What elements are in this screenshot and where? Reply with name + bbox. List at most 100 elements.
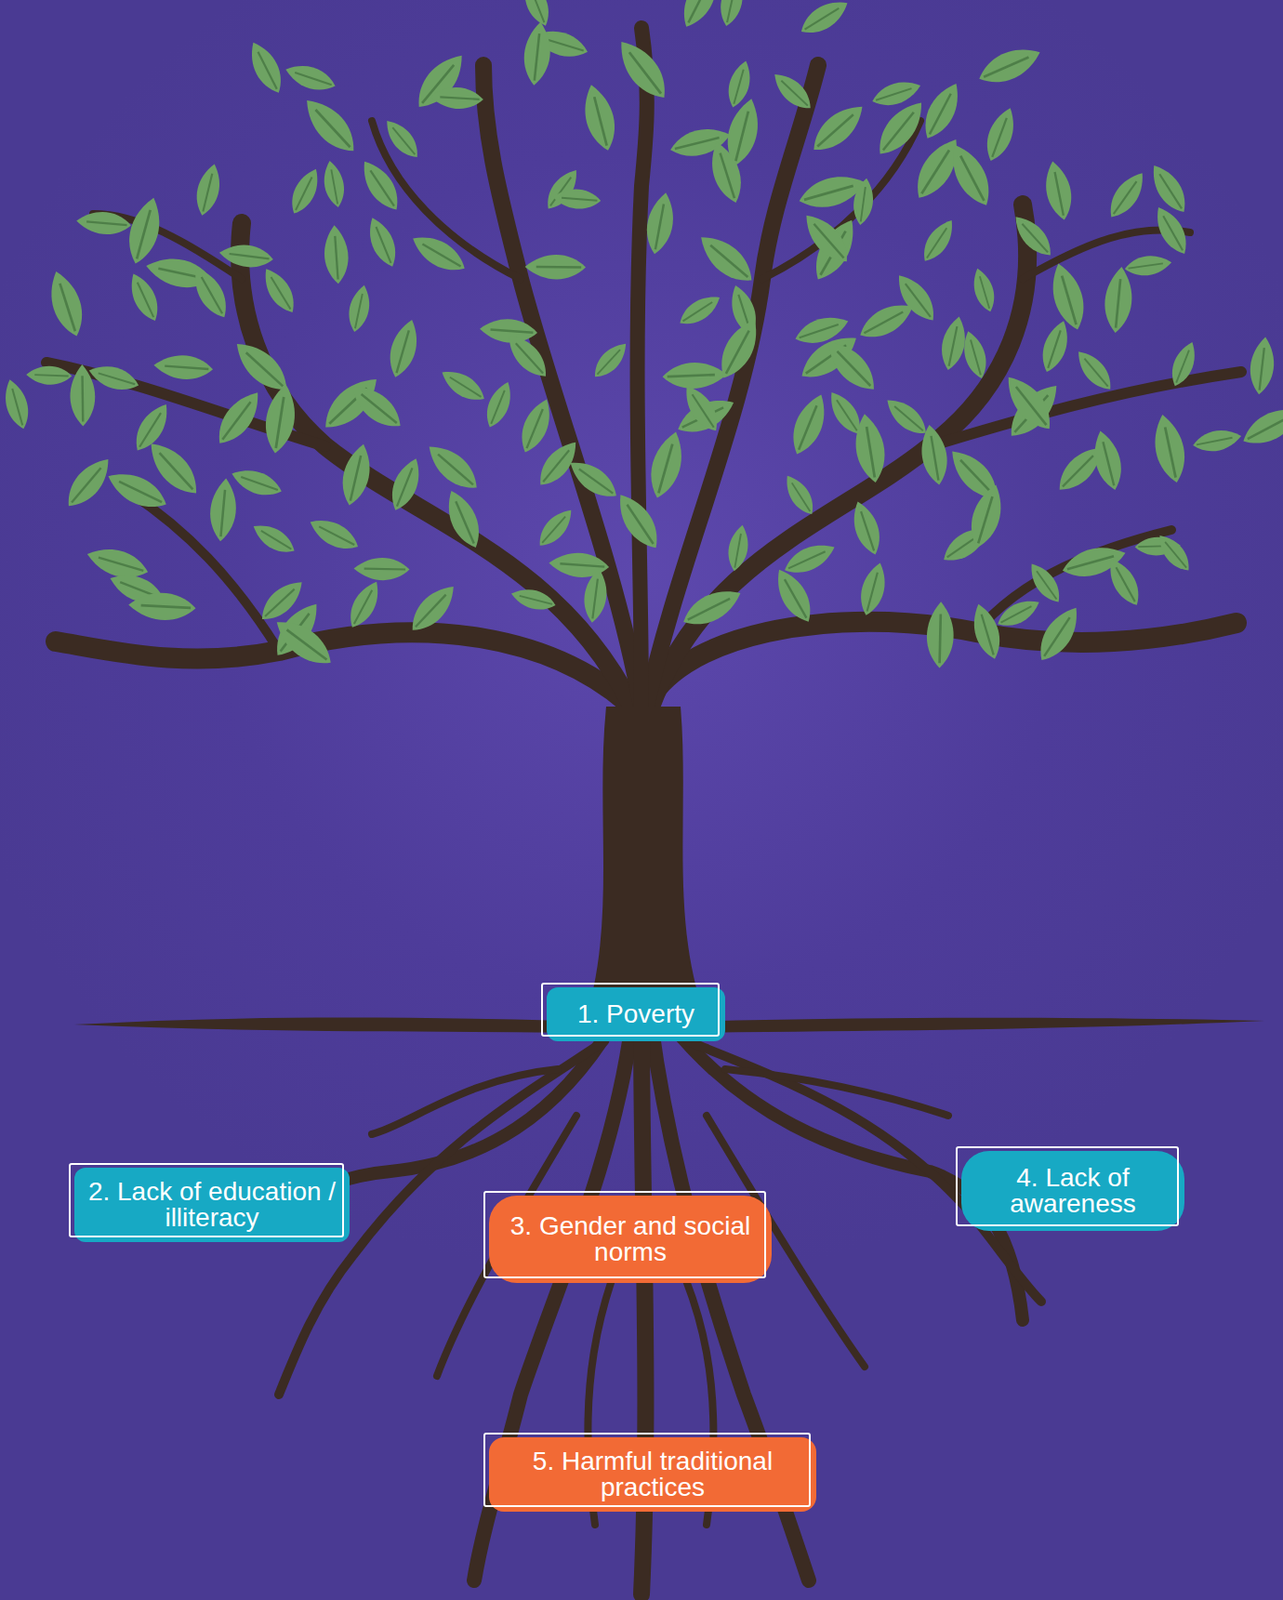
leaf bbox=[336, 441, 376, 509]
leaf bbox=[355, 155, 407, 217]
leaf bbox=[642, 190, 679, 257]
cause-label: 5. Harmful traditional practices bbox=[489, 1437, 817, 1512]
leaf bbox=[403, 578, 463, 639]
leaf bbox=[768, 563, 820, 628]
leaf-vein bbox=[396, 330, 410, 373]
tree-roots bbox=[278, 1022, 1042, 1595]
leaf bbox=[127, 591, 197, 622]
leaf-vein bbox=[1067, 555, 1114, 569]
leaf-vein bbox=[536, 265, 582, 269]
leaf-vein bbox=[1163, 215, 1183, 251]
leaf-vein bbox=[375, 226, 391, 264]
leaf bbox=[383, 316, 424, 381]
leaf-vein bbox=[542, 449, 569, 482]
leaf-vein bbox=[949, 326, 958, 367]
cause-label: 3. Gender and social norms bbox=[489, 1195, 772, 1283]
leaf bbox=[967, 600, 1006, 662]
leaf bbox=[1102, 167, 1151, 225]
leaf-vein bbox=[396, 467, 412, 506]
leaf-vein bbox=[683, 302, 714, 321]
leaf-vein bbox=[981, 614, 994, 656]
leaf-vein bbox=[12, 388, 23, 425]
leaf-vein bbox=[780, 80, 807, 106]
leaf-vein bbox=[875, 88, 912, 101]
leaf-vein bbox=[1113, 181, 1138, 214]
leaf-vein bbox=[422, 243, 461, 266]
leaf bbox=[855, 559, 891, 618]
leaf-vein bbox=[798, 405, 817, 450]
leaf bbox=[261, 382, 300, 456]
leaf bbox=[780, 537, 839, 581]
leaf bbox=[379, 114, 424, 163]
leaf bbox=[153, 353, 214, 382]
leaf bbox=[353, 556, 410, 581]
leaf bbox=[661, 361, 728, 390]
leaf-vein bbox=[295, 177, 312, 212]
leaf bbox=[141, 435, 207, 503]
leaf-vein bbox=[229, 253, 270, 259]
leaf bbox=[243, 37, 290, 98]
leaf bbox=[870, 94, 933, 163]
leaf bbox=[795, 0, 854, 41]
leaf bbox=[123, 269, 165, 326]
leaf bbox=[850, 411, 889, 485]
leaf bbox=[889, 268, 942, 328]
leaf bbox=[1071, 344, 1118, 396]
leaf-vein bbox=[490, 390, 505, 424]
leaf-vein bbox=[164, 366, 209, 370]
leaf-vein bbox=[1115, 567, 1135, 602]
leaf-vein bbox=[813, 224, 844, 259]
leaf-vein bbox=[1055, 171, 1064, 216]
leaf bbox=[344, 377, 409, 437]
leaf-vein bbox=[667, 374, 715, 377]
leaf bbox=[1165, 338, 1202, 390]
leaf-vein bbox=[1001, 606, 1032, 622]
leaf-vein bbox=[960, 156, 984, 201]
leaf-vein bbox=[939, 613, 941, 663]
leaf-vein bbox=[276, 396, 285, 449]
leaf bbox=[917, 423, 953, 488]
leaf-vein bbox=[534, 33, 540, 81]
leaf-vein bbox=[439, 96, 479, 100]
leaf-vein bbox=[970, 340, 981, 376]
leaf-vein bbox=[1102, 441, 1114, 486]
leaf-vein bbox=[119, 481, 162, 503]
leaf-vein bbox=[98, 557, 144, 571]
leaf-vein bbox=[355, 293, 363, 329]
leaf-vein bbox=[137, 282, 154, 318]
leaf-vein bbox=[86, 221, 127, 225]
leaf bbox=[121, 194, 167, 268]
leaf-vein bbox=[983, 56, 1029, 77]
leaf bbox=[1036, 317, 1074, 375]
leaf-vein bbox=[455, 501, 474, 543]
leaf bbox=[1149, 411, 1191, 486]
leaf-vein bbox=[735, 111, 749, 162]
leaf bbox=[285, 164, 326, 218]
leaf bbox=[942, 138, 999, 212]
leaf bbox=[588, 337, 633, 384]
leaf-vein bbox=[674, 137, 720, 149]
leaf bbox=[1023, 558, 1066, 609]
leaf-vein bbox=[1084, 358, 1108, 387]
leaf-vein bbox=[159, 452, 194, 490]
cause-text: 5. Harmful traditional practices bbox=[502, 1448, 804, 1501]
leaf bbox=[521, 20, 555, 87]
leaf bbox=[578, 81, 622, 155]
leaf bbox=[964, 480, 1009, 552]
leaf bbox=[925, 601, 954, 669]
leaf-vein bbox=[201, 277, 223, 314]
leaf bbox=[322, 224, 351, 285]
tree-branches bbox=[46, 27, 1242, 716]
leaf-vein bbox=[542, 516, 566, 543]
leaf-vein bbox=[286, 629, 327, 660]
leaf bbox=[69, 364, 96, 427]
leaf-vein bbox=[960, 460, 993, 495]
leaf-vein bbox=[519, 595, 553, 605]
leaf-vein bbox=[1164, 427, 1176, 478]
cause-text: 2. Lack of education / illiteracy bbox=[87, 1178, 337, 1231]
leaf-vein bbox=[1062, 455, 1094, 487]
leaf-vein bbox=[437, 454, 474, 486]
leaf bbox=[674, 289, 726, 331]
leaf-vein bbox=[258, 52, 278, 90]
